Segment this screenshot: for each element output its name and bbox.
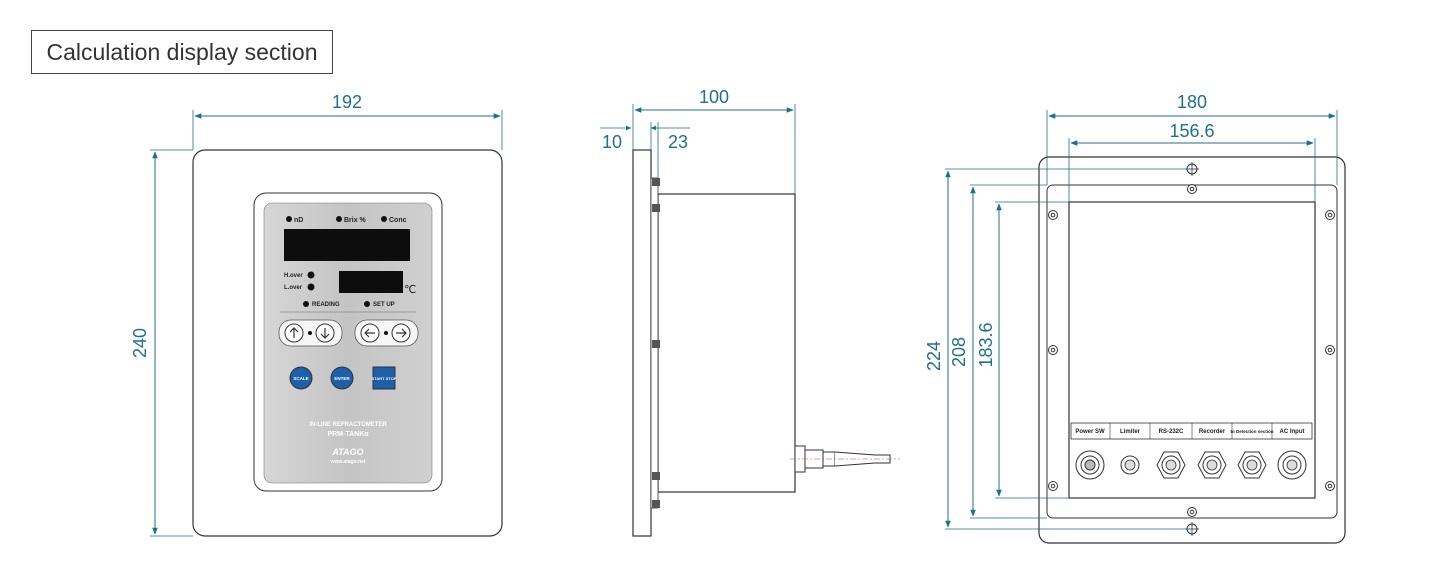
front-width-label: 192: [332, 92, 362, 112]
rear-inner-panel: [1068, 201, 1316, 499]
enter-button[interactable]: ENTER: [330, 366, 354, 390]
label-rs232c: RS-232C: [1159, 429, 1184, 435]
front-height-label: 240: [130, 328, 150, 358]
connector-ac-input: [1277, 450, 1307, 480]
main-display: [284, 229, 410, 261]
temperature-unit: ℃: [404, 283, 416, 296]
side-body: [657, 193, 796, 493]
depth-label: 100: [699, 87, 729, 107]
alarm-lover: L.over: [284, 285, 303, 291]
down-arrow-button[interactable]: [315, 323, 335, 343]
label-ac-input: AC Input: [1280, 429, 1305, 435]
left-arrow-icon: [364, 328, 375, 338]
scale-button[interactable]: SCALE: [289, 366, 313, 390]
rear-inner-width-label: 156.6: [1169, 121, 1214, 141]
mode-reading: READING: [312, 302, 340, 308]
cable-connector: [790, 445, 900, 473]
connector-detection: [1237, 451, 1267, 479]
label-detection: to Detection section: [1230, 429, 1273, 434]
brand-logo: ATAGO: [331, 447, 363, 457]
offset-label: 23: [668, 132, 688, 152]
label-recorder: Recorder: [1199, 429, 1226, 435]
down-arrow-icon: [320, 328, 330, 339]
svg-text:SCALE: SCALE: [293, 376, 308, 381]
label-power-sw: Power SW: [1075, 429, 1105, 435]
start-stop-button[interactable]: START STOP: [372, 366, 397, 390]
up-arrow-icon: [289, 327, 299, 338]
svg-text:START STOP: START STOP: [372, 376, 397, 381]
product-model: PRM-TANKα: [327, 431, 369, 438]
connector-power-sw: [1075, 450, 1105, 480]
svg-text:ENTER: ENTER: [334, 376, 350, 381]
rear-outer-width-label: 180: [1177, 92, 1207, 112]
side-view: 100 10 23: [600, 87, 900, 537]
screw-holes: [1048, 184, 1335, 517]
front-view: 192 240 nD Brix % Conc H.over L.over ℃: [130, 92, 503, 537]
up-arrow-button[interactable]: [284, 323, 304, 343]
side-flange: [632, 149, 652, 537]
connector-labels: Power SW Limiter RS-232C Recorder to Det…: [1070, 422, 1313, 440]
right-arrow-icon: [396, 328, 407, 338]
section-title: Calculation display section: [31, 30, 333, 74]
rear-outer-height-label: 224: [924, 341, 944, 371]
product-line1: IN-LINE REFRACTOMETER: [309, 422, 387, 428]
indicator-nd: nD: [294, 217, 303, 224]
indicator-brix: Brix %: [344, 217, 367, 224]
rear-inner-height-label: 183.6: [976, 322, 996, 367]
label-limiter: Limiter: [1120, 429, 1141, 435]
control-panel: nD Brix % Conc H.over L.over ℃ READING S…: [253, 192, 443, 492]
indicator-conc: Conc: [389, 217, 407, 224]
connector-limiter: [1120, 455, 1140, 475]
rear-mid-height-label: 208: [949, 337, 969, 367]
website: www.atago.net: [329, 459, 365, 465]
right-arrow-button[interactable]: [391, 323, 411, 343]
alarm-hover: H.over: [284, 273, 303, 279]
connector-recorder: [1197, 451, 1227, 479]
mode-setup: SET UP: [373, 302, 395, 308]
rear-view: Power SW Limiter RS-232C Recorder to Det…: [924, 92, 1346, 544]
connector-rs232c: [1156, 451, 1186, 479]
left-arrow-button[interactable]: [360, 323, 380, 343]
flange-label: 10: [602, 132, 622, 152]
temperature-display: [339, 271, 403, 293]
